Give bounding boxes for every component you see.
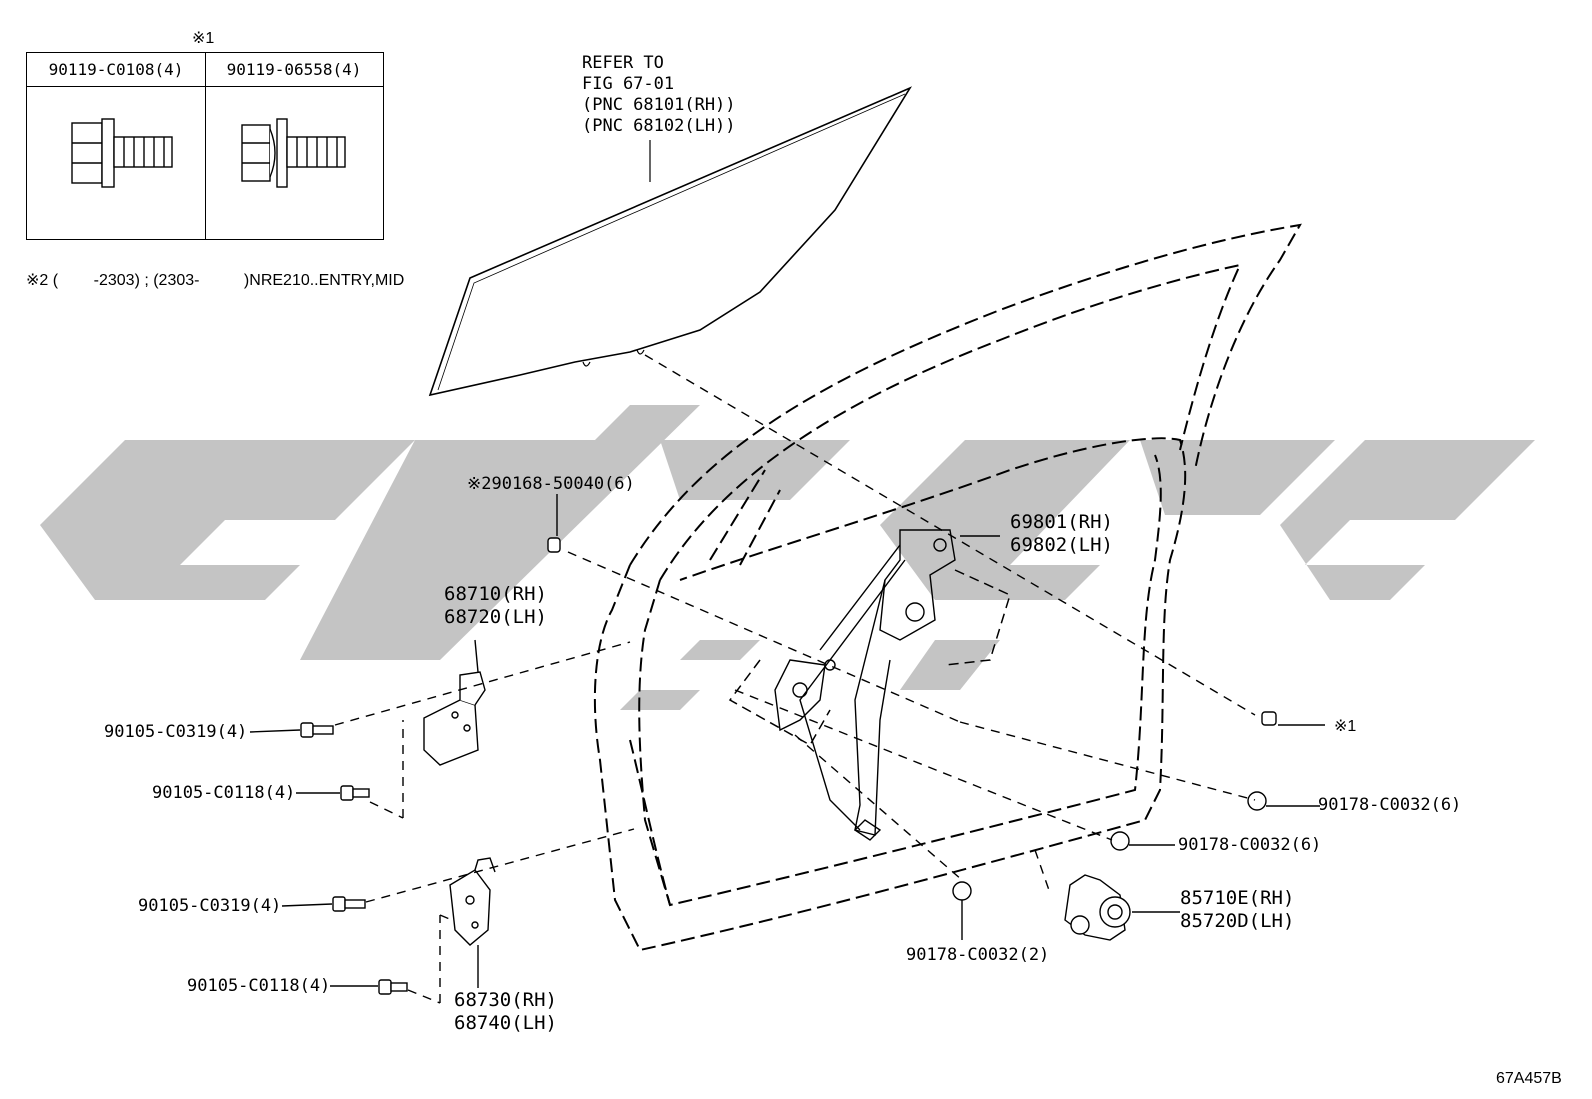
regulator-motor [1064, 874, 1131, 941]
callout-motor-lh: 85720D(LH) [1180, 910, 1295, 932]
callout-bolt-upper-2: 90105-C0118(4) [152, 783, 296, 803]
callout-motor-rh: 85710E(RH) [1180, 887, 1295, 909]
figure-code: 67A457B [1496, 1070, 1562, 1087]
callout-ref-marker-1: ※1 [1334, 718, 1357, 735]
callout-nut-a: 90178-C0032(6) [1318, 795, 1462, 815]
watermark-logo [40, 405, 1535, 710]
flange-bolt-icon [71, 118, 173, 188]
fasteners [300, 537, 1277, 995]
glass-ref-line-3: (PNC 68101(RH)) [582, 95, 736, 115]
callout-hinge-lower-lh: 68740(LH) [454, 1012, 557, 1034]
table-header-col1: 90119-C0108(4) [27, 53, 205, 87]
callout-hinge-upper-lh: 68720(LH) [444, 606, 547, 628]
callout-bolt-lower-2: 90105-C0118(4) [187, 976, 331, 996]
door-frame [593, 223, 1302, 952]
callout-regulator-rh: 69801(RH) [1010, 511, 1113, 533]
callout-screw-90168: ※290168-50040(6) [467, 474, 635, 494]
top-marker-note: ※1 [192, 30, 215, 47]
window-glass [428, 86, 913, 397]
table-header-col2: 90119-06558(4) [205, 53, 383, 87]
leader-lines-dashed [334, 354, 1256, 1004]
upper-hinge [423, 671, 486, 766]
table-divider [205, 53, 206, 239]
bolt-detail-table: 90119-C0108(4) 90119-06558(4) [26, 52, 384, 240]
leader-lines-solid [249, 494, 1325, 988]
callout-nut-b: 90178-C0032(6) [1178, 835, 1322, 855]
lower-hinge [449, 857, 496, 946]
regulator-guide-dashed [728, 569, 1011, 747]
window-regulator [774, 529, 956, 841]
washer-bolt-icon [241, 118, 346, 188]
glass-ref-line-4: (PNC 68102(LH)) [582, 116, 736, 136]
glass-ref-line-1: REFER TO [582, 53, 664, 73]
note-2-condition: ※2 ( -2303) ; (2303- )NRE210..ENTRY,MID [26, 272, 405, 289]
callout-regulator-lh: 69802(LH) [1010, 534, 1113, 556]
callout-hinge-lower-rh: 68730(RH) [454, 989, 557, 1011]
callout-bolt-lower-1: 90105-C0319(4) [138, 896, 282, 916]
glass-ref-line-2: FIG 67-01 [582, 74, 675, 94]
callout-hinge-upper-rh: 68710(RH) [444, 583, 547, 605]
callout-bolt-upper-1: 90105-C0319(4) [104, 722, 248, 742]
callout-nut-c: 90178-C0032(2) [906, 945, 1050, 965]
